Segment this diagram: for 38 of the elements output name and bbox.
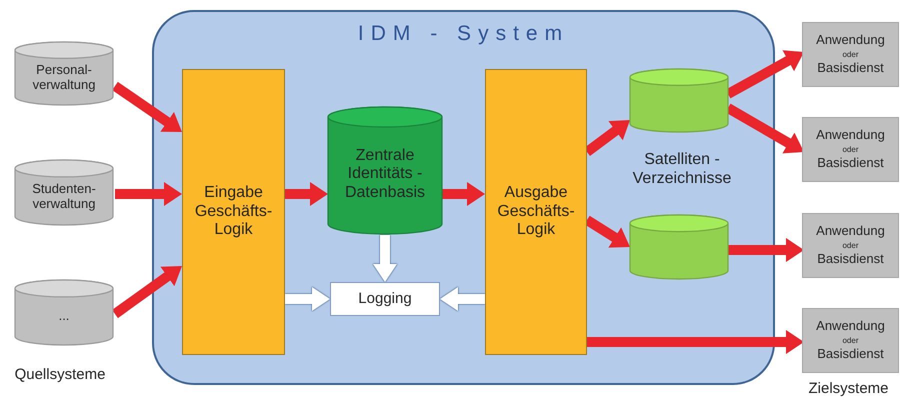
node-label: oder <box>842 240 858 250</box>
arrow <box>115 182 182 206</box>
arrow <box>442 182 485 206</box>
node-label: Basisdienst <box>817 61 884 76</box>
node-label: oder <box>842 50 858 60</box>
node-label: Zentrale Identitäts - Datenbasis <box>344 146 426 202</box>
arrow <box>285 287 330 311</box>
group-label: Quellsysteme <box>14 366 106 384</box>
node-label: oder <box>842 336 858 346</box>
node-label: Anwendung <box>816 128 885 143</box>
arrow <box>373 235 397 282</box>
node-label: Basisdienst <box>817 347 884 362</box>
node-label: Eingabe Geschäfts- Logik <box>194 184 274 240</box>
node-label: Personal- verwaltung <box>32 62 96 92</box>
node-label: Anwendung <box>816 224 885 239</box>
node-label: Ausgabe Geschäfts- Logik <box>496 184 576 240</box>
group-label: Zielsysteme <box>807 380 890 398</box>
node-label: Basisdienst <box>817 156 884 172</box>
node-label: Studenten- verwaltung <box>31 182 97 212</box>
process-box <box>485 69 587 355</box>
node-label: ... <box>58 309 70 324</box>
process-box <box>802 22 899 87</box>
node-label: Anwendung <box>816 318 885 334</box>
arrow <box>728 238 804 262</box>
process-box <box>182 69 285 355</box>
group-label: Satelliten - Verzeichnisse <box>632 150 732 188</box>
node-label: Basisdienst <box>817 252 884 268</box>
arrow <box>587 330 804 354</box>
process-box <box>330 282 440 316</box>
node-label: Anwendung <box>816 32 885 48</box>
node-label: Logging <box>357 290 413 308</box>
process-box <box>802 117 899 182</box>
arrow <box>440 287 485 311</box>
process-box <box>802 308 899 373</box>
node-label: oder <box>842 144 858 154</box>
arrow <box>285 182 328 206</box>
process-box <box>802 213 899 278</box>
node-label: IDM - System <box>358 22 570 46</box>
